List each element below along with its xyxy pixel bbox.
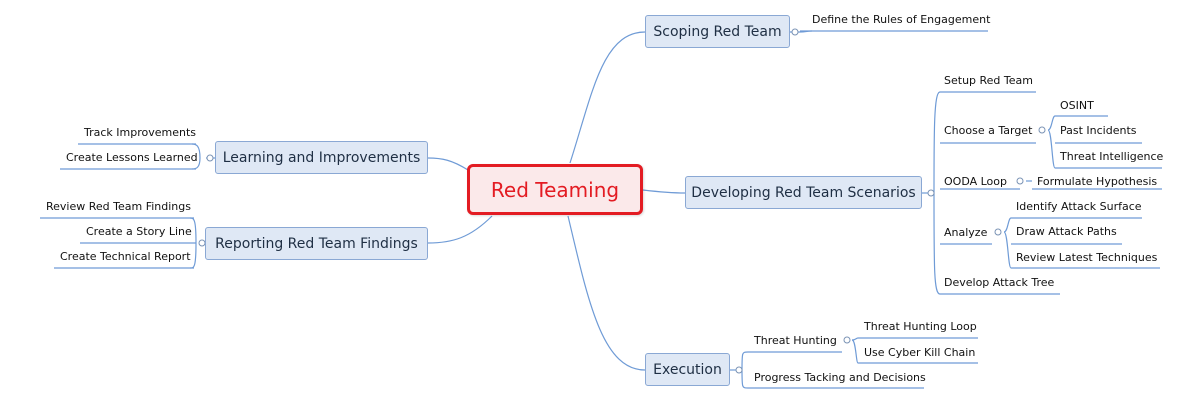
subtopic-rules-of-engagement[interactable]: Define the Rules of Engagement <box>812 13 991 26</box>
subtopic-osint[interactable]: OSINT <box>1060 99 1094 112</box>
topic-reporting-red-team-findings[interactable]: Reporting Red Team Findings <box>205 227 428 260</box>
subtopic-develop-attack-tree[interactable]: Develop Attack Tree <box>944 276 1055 289</box>
subtopic-progress-tracking[interactable]: Progress Tacking and Decisions <box>754 371 926 384</box>
topic-scoping-red-team[interactable]: Scoping Red Team <box>645 15 790 48</box>
collapse-icon <box>994 228 1002 236</box>
collapse-icon <box>1038 126 1046 134</box>
topic-developing-red-team-scenarios[interactable]: Developing Red Team Scenarios <box>685 176 922 209</box>
topic-execution[interactable]: Execution <box>645 353 730 386</box>
subtopic-lessons-learned[interactable]: Create Lessons Learned <box>66 151 198 164</box>
subtopic-ooda-loop[interactable]: OODA Loop <box>944 175 1007 188</box>
subtopic-story-line[interactable]: Create a Story Line <box>86 225 192 238</box>
subtopic-choose-target[interactable]: Choose a Target <box>944 124 1033 137</box>
subtopic-technical-report[interactable]: Create Technical Report <box>60 250 191 263</box>
subtopic-threat-intelligence[interactable]: Threat Intelligence <box>1060 150 1164 163</box>
central-topic[interactable]: Red Teaming <box>467 164 643 215</box>
subtopic-review-findings[interactable]: Review Red Team Findings <box>46 200 191 213</box>
topic-learning-and-improvements[interactable]: Learning and Improvements <box>215 141 428 174</box>
subtopic-formulate-hypothesis[interactable]: Formulate Hypothesis <box>1037 175 1158 188</box>
collapse-icon <box>927 189 935 197</box>
collapse-icon <box>206 154 214 162</box>
subtopic-draw-attack-paths[interactable]: Draw Attack Paths <box>1016 225 1117 238</box>
collapse-icon <box>791 28 799 36</box>
subtopic-analyze[interactable]: Analyze <box>944 226 988 239</box>
collapse-icon <box>1016 177 1024 185</box>
subtopic-threat-hunting[interactable]: Threat Hunting <box>754 334 837 347</box>
subtopic-threat-hunting-loop[interactable]: Threat Hunting Loop <box>864 320 977 333</box>
subtopic-setup-red-team[interactable]: Setup Red Team <box>944 74 1033 87</box>
subtopic-cyber-kill-chain[interactable]: Use Cyber Kill Chain <box>864 346 976 359</box>
collapse-icon <box>843 336 851 344</box>
collapse-icon <box>735 366 743 374</box>
subtopic-track-improvements[interactable]: Track Improvements <box>84 126 197 139</box>
subtopic-identify-attack-surface[interactable]: Identify Attack Surface <box>1016 200 1142 213</box>
subtopic-review-latest-techniques[interactable]: Review Latest Techniques <box>1016 251 1158 264</box>
subtopic-past-incidents[interactable]: Past Incidents <box>1060 124 1137 137</box>
